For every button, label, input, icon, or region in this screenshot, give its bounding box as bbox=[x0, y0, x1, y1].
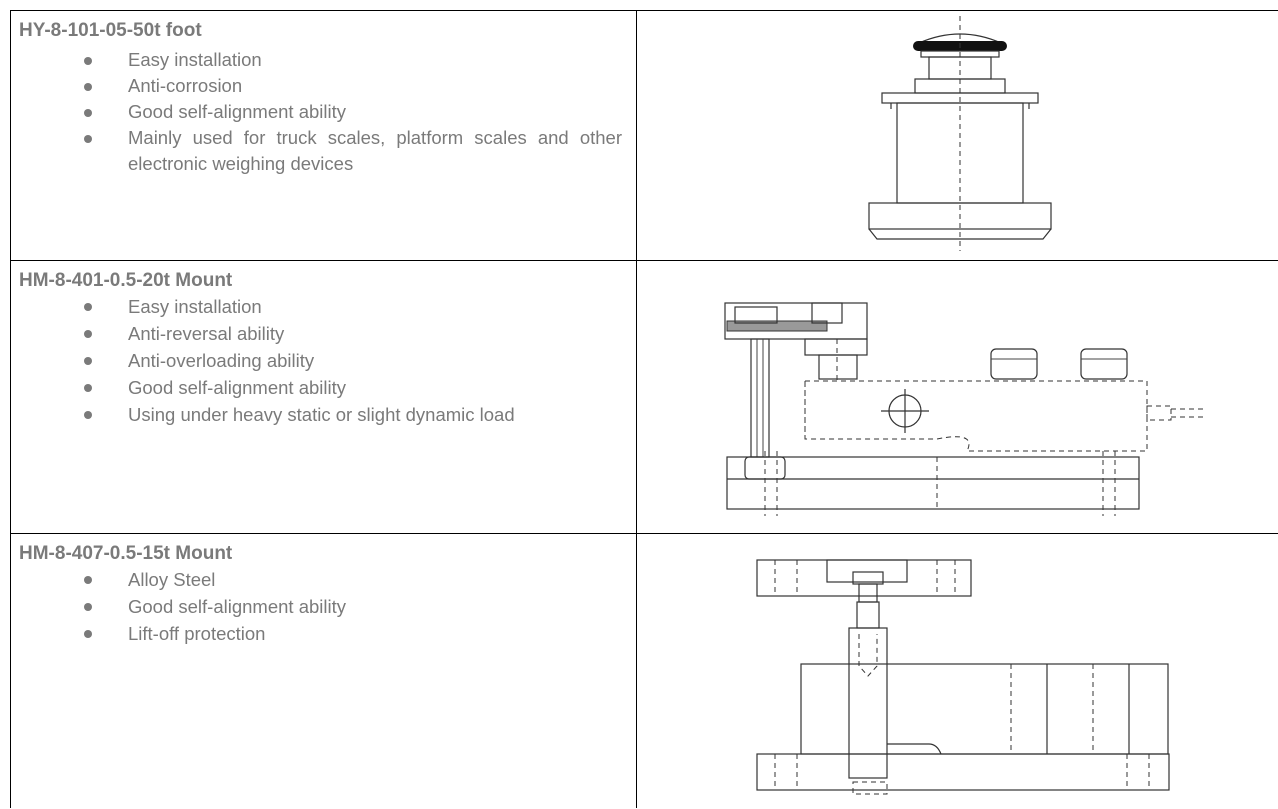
feature-list: Easy installation Anti-corrosion Good se… bbox=[19, 47, 636, 177]
product-drawing-cell bbox=[637, 261, 1278, 533]
feature-item: Anti-corrosion bbox=[19, 73, 636, 99]
product-title: HY-8-101-05-50t foot bbox=[19, 20, 202, 41]
product-title: HM-8-401-0.5-20t Mount bbox=[19, 270, 233, 291]
product-title: HM-8-407-0.5-15t Mount bbox=[19, 543, 233, 564]
feature-item: Anti-reversal ability bbox=[19, 320, 636, 347]
feature-item: Easy installation bbox=[19, 293, 636, 320]
feature-item: Good self-alignment ability bbox=[19, 99, 636, 125]
product-row-mount-401: HM-8-401-0.5-20t Mount Easy installation… bbox=[10, 260, 1278, 533]
feature-item: Good self-alignment ability bbox=[19, 374, 636, 401]
feature-list: Alloy Steel Good self-alignment ability … bbox=[19, 566, 636, 647]
mount-401-drawing bbox=[724, 302, 1207, 516]
feature-item: Using under heavy static or slight dynam… bbox=[19, 401, 636, 428]
feature-item: Good self-alignment ability bbox=[19, 593, 636, 620]
product-description-cell: HM-8-401-0.5-20t Mount Easy installation… bbox=[11, 261, 637, 533]
product-row-mount-407: HM-8-407-0.5-15t Mount Alloy Steel Good … bbox=[10, 533, 1278, 808]
feature-item: Easy installation bbox=[19, 47, 636, 73]
product-row-foot: HY-8-101-05-50t foot Easy installation A… bbox=[10, 10, 1278, 260]
mount-407-drawing bbox=[756, 559, 1170, 795]
product-description-cell: HM-8-407-0.5-15t Mount Alloy Steel Good … bbox=[11, 534, 637, 808]
feature-item: Alloy Steel bbox=[19, 566, 636, 593]
product-drawing-cell bbox=[637, 11, 1278, 260]
product-drawing-cell bbox=[637, 534, 1278, 808]
feature-item: Anti-overloading ability bbox=[19, 347, 636, 374]
feature-item: Lift-off protection bbox=[19, 620, 636, 647]
feature-list: Easy installation Anti-reversal ability … bbox=[19, 293, 636, 428]
foot-drawing bbox=[868, 16, 1052, 251]
feature-item: Mainly used for truck scales, platform s… bbox=[19, 125, 636, 177]
product-description-cell: HY-8-101-05-50t foot Easy installation A… bbox=[11, 11, 637, 260]
